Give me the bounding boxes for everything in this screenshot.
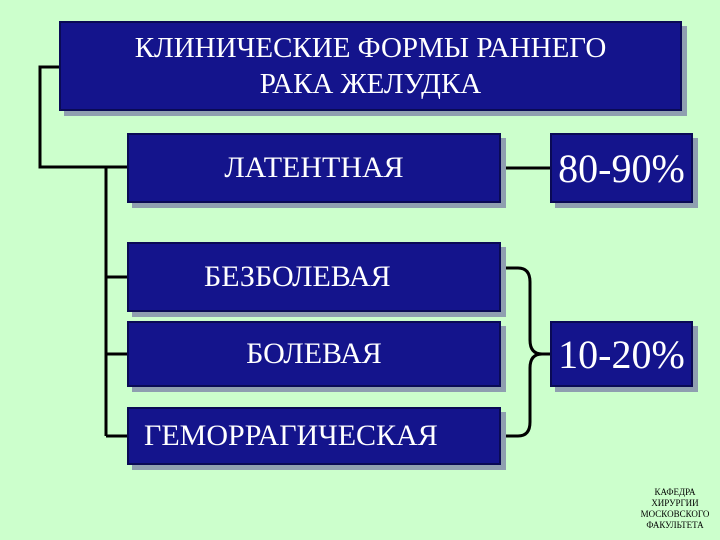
- form-painful-label: БОЛЕВАЯ: [246, 337, 382, 370]
- form-hemorrhagic-label: ГЕМОРРАГИЧЕСКАЯ: [144, 419, 438, 452]
- percentage-symptomatic-box: 10-20%: [550, 321, 693, 387]
- department-caption: КАФЕДРА ХИРУРГИИ МОСКОВСКОГО ФАКУЛЬТЕТА: [620, 487, 720, 531]
- percentage-latent-box: 80-90%: [550, 133, 693, 203]
- form-painful-box: БОЛЕВАЯ: [127, 321, 501, 387]
- percentage-latent-value: 80-90%: [558, 145, 685, 191]
- percentage-symptomatic-value: 10-20%: [558, 331, 685, 377]
- form-hemorrhagic-box: ГЕМОРРАГИЧЕСКАЯ: [127, 407, 501, 465]
- form-painless-label: БЕЗБОЛЕВАЯ: [204, 260, 391, 293]
- title-line-2: РАКА ЖЕЛУДКА: [259, 68, 482, 100]
- title-box: КЛИНИЧЕСКИЕ ФОРМЫ РАННЕГО РАКА ЖЕЛУДКА: [59, 21, 682, 111]
- title-line-1: КЛИНИЧЕСКИЕ ФОРМЫ РАННЕГО: [134, 32, 607, 64]
- caption-line: МОСКОВСКОГО: [640, 509, 710, 519]
- caption-line: ФАКУЛЬТЕТА: [646, 520, 704, 530]
- form-painless-box: БЕЗБОЛЕВАЯ: [127, 242, 501, 312]
- caption-line: ХИРУРГИИ: [651, 498, 699, 508]
- form-latent-box: ЛАТЕНТНАЯ: [127, 133, 501, 203]
- caption-line: КАФЕДРА: [654, 487, 696, 497]
- form-latent-label: ЛАТЕНТНАЯ: [224, 151, 404, 184]
